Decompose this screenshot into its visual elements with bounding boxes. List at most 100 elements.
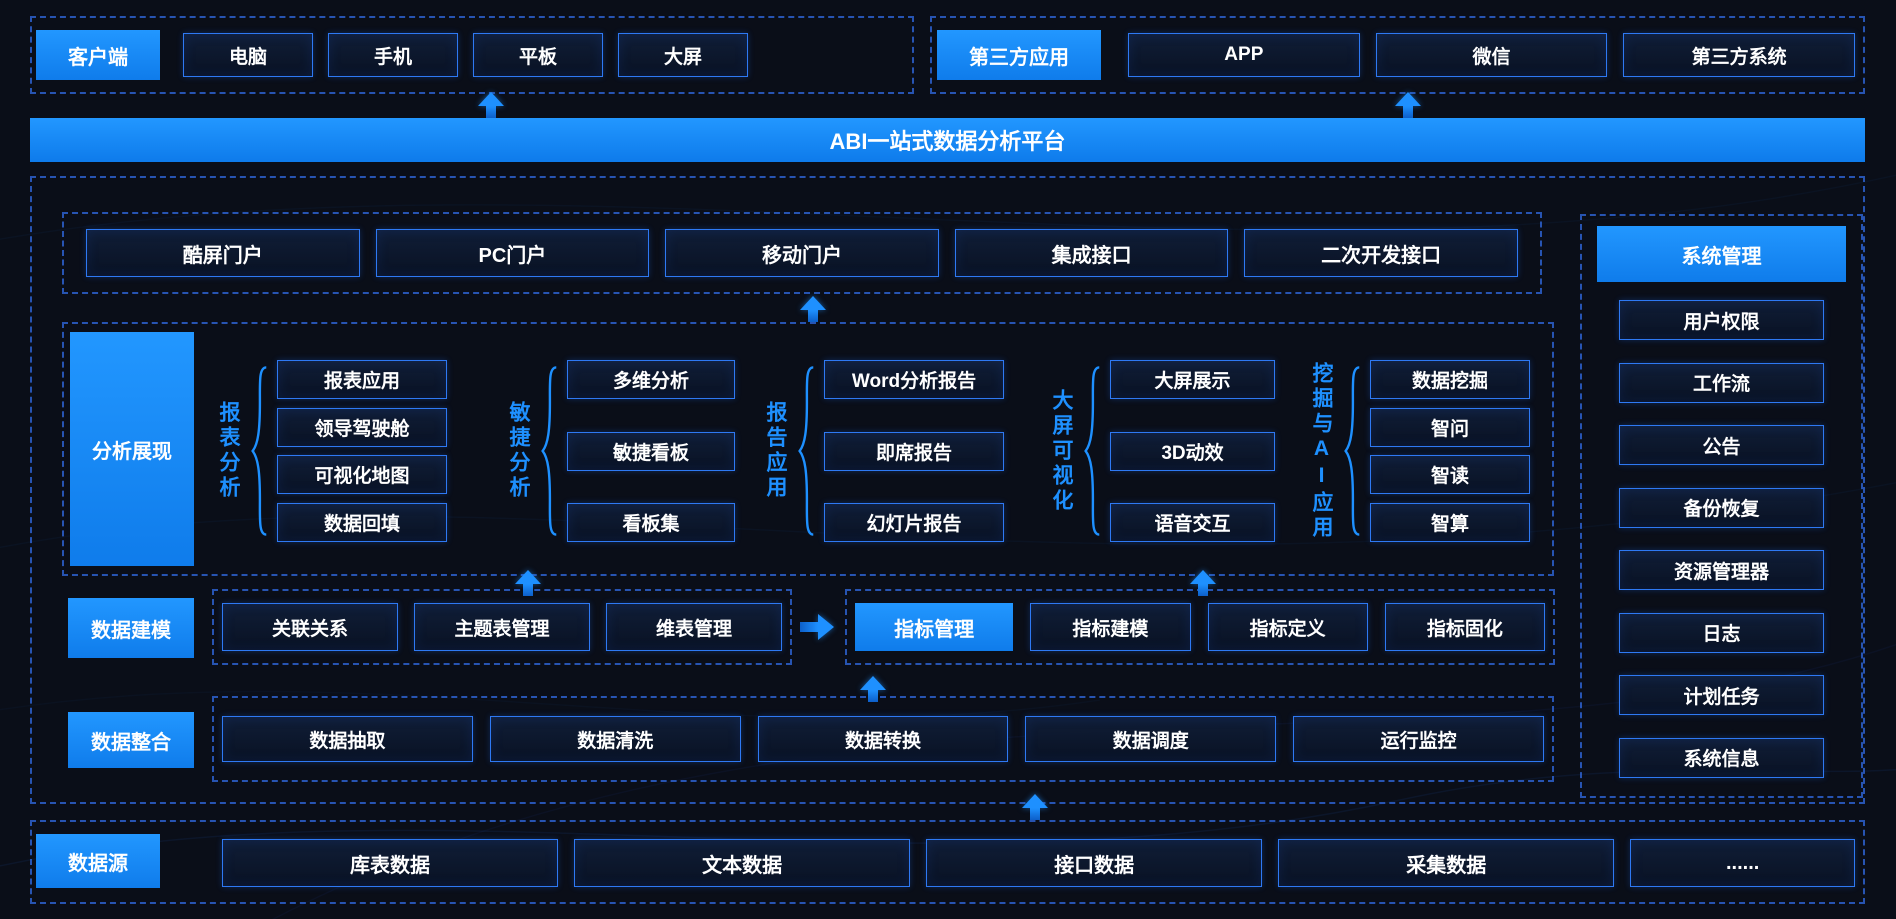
analysis-section-border	[62, 322, 1554, 576]
metric-item: 指标建模	[1030, 603, 1191, 651]
thirdparty-item: 第三方系统	[1623, 33, 1856, 77]
system-item: 用户权限	[1619, 300, 1824, 340]
arrow-stem	[800, 622, 818, 632]
portal-item: 集成接口	[954, 229, 1229, 277]
thirdparty-item: APP	[1128, 33, 1360, 77]
analysis-item: 智问	[1370, 407, 1530, 447]
analysis-item: 可视化地图	[277, 455, 447, 495]
client-group-border	[30, 16, 914, 94]
datasource-border	[30, 820, 1865, 904]
integration-item: 运行监控	[1293, 716, 1544, 762]
metric-items: 指标管理 指标建模 指标定义 指标固化	[855, 603, 1545, 651]
analysis-group-items: Word分析报告 即席报告 幻灯片报告	[824, 360, 1004, 542]
thirdparty-label: 第三方应用	[937, 30, 1101, 80]
integration-border	[212, 696, 1554, 782]
system-label: 系统管理	[1597, 226, 1846, 282]
integration-item: 数据抽取	[222, 716, 473, 762]
client-item: 平板	[473, 33, 603, 77]
arrow-stem	[523, 584, 533, 596]
analysis-item: 智读	[1370, 455, 1530, 495]
modeling-left-items: 关联关系 主题表管理 维表管理	[222, 603, 782, 651]
analysis-group-title: 挖掘与AI应用	[1310, 361, 1333, 541]
analysis-item: 数据回填	[277, 502, 447, 542]
arrow-up-icon	[1395, 92, 1421, 118]
analysis-item: 数据挖掘	[1370, 360, 1530, 399]
arrow-up-icon	[515, 570, 541, 596]
arrow-stem	[1403, 106, 1413, 118]
analysis-item: 即席报告	[824, 431, 1004, 471]
arrow-head	[478, 92, 504, 106]
brace-icon	[1082, 364, 1102, 538]
datasource-item: 采集数据	[1278, 839, 1615, 887]
arrow-up-icon	[478, 92, 504, 118]
analysis-group-ai: 挖掘与AI应用 数据挖掘 智问 智读 智算	[1308, 360, 1530, 542]
brace-icon	[796, 364, 816, 538]
analysis-item: 幻灯片报告	[824, 503, 1004, 542]
system-item: 备份恢复	[1619, 487, 1824, 528]
analysis-item: 多维分析	[567, 360, 735, 399]
brace-icon	[1342, 364, 1362, 538]
analysis-item: 3D动效	[1110, 431, 1275, 471]
system-item: 资源管理器	[1619, 550, 1824, 591]
analysis-group-title: 报告应用	[764, 401, 787, 501]
metric-item: 指标定义	[1207, 603, 1368, 651]
client-items: 电脑 手机 平板 大屏	[183, 33, 748, 77]
datasource-items: 库表数据 文本数据 接口数据 采集数据 ......	[222, 839, 1856, 887]
modeling-label: 数据建模	[68, 598, 194, 658]
portal-item: 移动门户	[665, 229, 939, 277]
system-border	[1580, 214, 1863, 798]
arrow-up-icon	[860, 676, 886, 702]
arrow-stem	[1198, 584, 1208, 596]
system-item: 工作流	[1619, 362, 1824, 403]
arrow-right-icon	[800, 614, 834, 640]
analysis-group-title: 大屏可视化	[1050, 388, 1073, 514]
system-item: 公告	[1619, 425, 1824, 466]
analysis-item: 大屏展示	[1110, 360, 1275, 399]
arrow-up-icon	[1190, 570, 1216, 596]
system-item: 日志	[1619, 612, 1824, 653]
arrow-stem	[1030, 808, 1040, 820]
analysis-group-agile: 敏捷分析 多维分析 敏捷看板 看板集	[505, 360, 735, 542]
thirdparty-item: 微信	[1375, 33, 1608, 77]
system-item: 计划任务	[1619, 675, 1824, 716]
brace-icon	[249, 364, 269, 538]
main-container-border	[30, 176, 1865, 804]
integration-item: 数据转换	[757, 716, 1009, 762]
platform-banner: ABI一站式数据分析平台	[30, 118, 1865, 162]
analysis-group-bigscreen: 大屏可视化 大屏展示 3D动效 语音交互	[1048, 360, 1275, 542]
analysis-item: 语音交互	[1110, 503, 1275, 542]
analysis-group-items: 大屏展示 3D动效 语音交互	[1110, 360, 1275, 542]
integration-label: 数据整合	[68, 712, 194, 768]
arrow-up-icon	[800, 296, 826, 322]
arrow-head	[515, 570, 541, 584]
integration-item: 数据调度	[1025, 716, 1277, 762]
analysis-group-items: 多维分析 敏捷看板 看板集	[567, 360, 735, 542]
portal-row-border	[62, 212, 1542, 294]
arrow-stem	[486, 106, 496, 118]
arrow-head	[860, 676, 886, 690]
modeling-left-border	[212, 589, 792, 665]
client-label: 客户端	[36, 30, 160, 80]
portal-items: 酷屏门户 PC门户 移动门户 集成接口 二次开发接口	[86, 229, 1518, 277]
datasource-item: ......	[1630, 839, 1856, 887]
arrow-head	[800, 296, 826, 310]
analysis-item: 报表应用	[277, 360, 447, 399]
analysis-item: 领导驾驶舱	[277, 407, 447, 447]
analysis-item: Word分析报告	[824, 360, 1004, 399]
datasource-item: 库表数据	[222, 839, 559, 887]
system-item: 系统信息	[1619, 737, 1824, 778]
analysis-group-title: 报表分析	[217, 401, 240, 501]
portal-item: 酷屏门户	[86, 229, 360, 277]
arrow-stem	[868, 690, 878, 702]
datasource-item: 接口数据	[926, 839, 1263, 887]
metric-item: 指标固化	[1384, 603, 1545, 651]
client-item: 手机	[328, 33, 458, 77]
integration-item: 数据清洗	[489, 716, 741, 762]
arrow-stem	[808, 310, 818, 322]
thirdparty-items: APP 微信 第三方系统	[1128, 33, 1856, 77]
system-items: 用户权限 工作流 公告 备份恢复 资源管理器 日志 计划任务 系统信息	[1619, 300, 1824, 778]
brace-icon	[539, 364, 559, 538]
modeling-item: 主题表管理	[414, 603, 590, 651]
arrow-head	[1395, 92, 1421, 106]
